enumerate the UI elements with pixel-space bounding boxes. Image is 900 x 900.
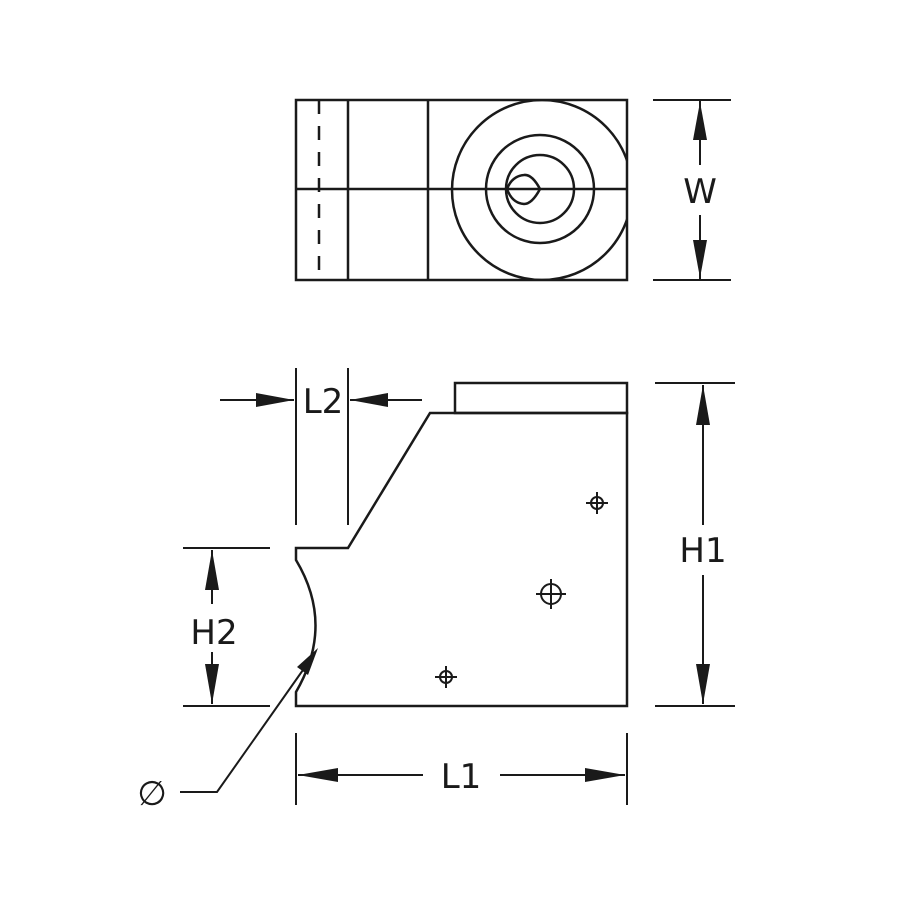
l1-label: L1 [441,757,482,797]
outer-circle [450,99,627,281]
drill-point [505,173,542,206]
dimension-diameter: ∅ [137,648,318,814]
hole-large [536,579,566,609]
dimension-l1: L1 [295,733,628,805]
arrow-head [693,240,707,278]
w-label: W [683,172,717,212]
top-step [453,381,629,415]
front-view [294,381,629,708]
hole-small-top [586,492,608,514]
top-view [294,98,629,282]
l2-label: L2 [303,382,344,422]
dimension-l2: L2 [220,368,422,525]
dimension-w: W [653,99,731,281]
front-view-outline [294,411,629,708]
dimension-h2: H2 [183,547,270,707]
h1-label: H1 [679,531,726,571]
arrow-head [693,102,707,140]
hole-small-bottom [435,666,457,688]
diameter-label: ∅ [137,774,167,814]
dimension-h1: H1 [655,382,735,707]
h2-label: H2 [190,613,237,653]
middle-circle [484,133,596,245]
